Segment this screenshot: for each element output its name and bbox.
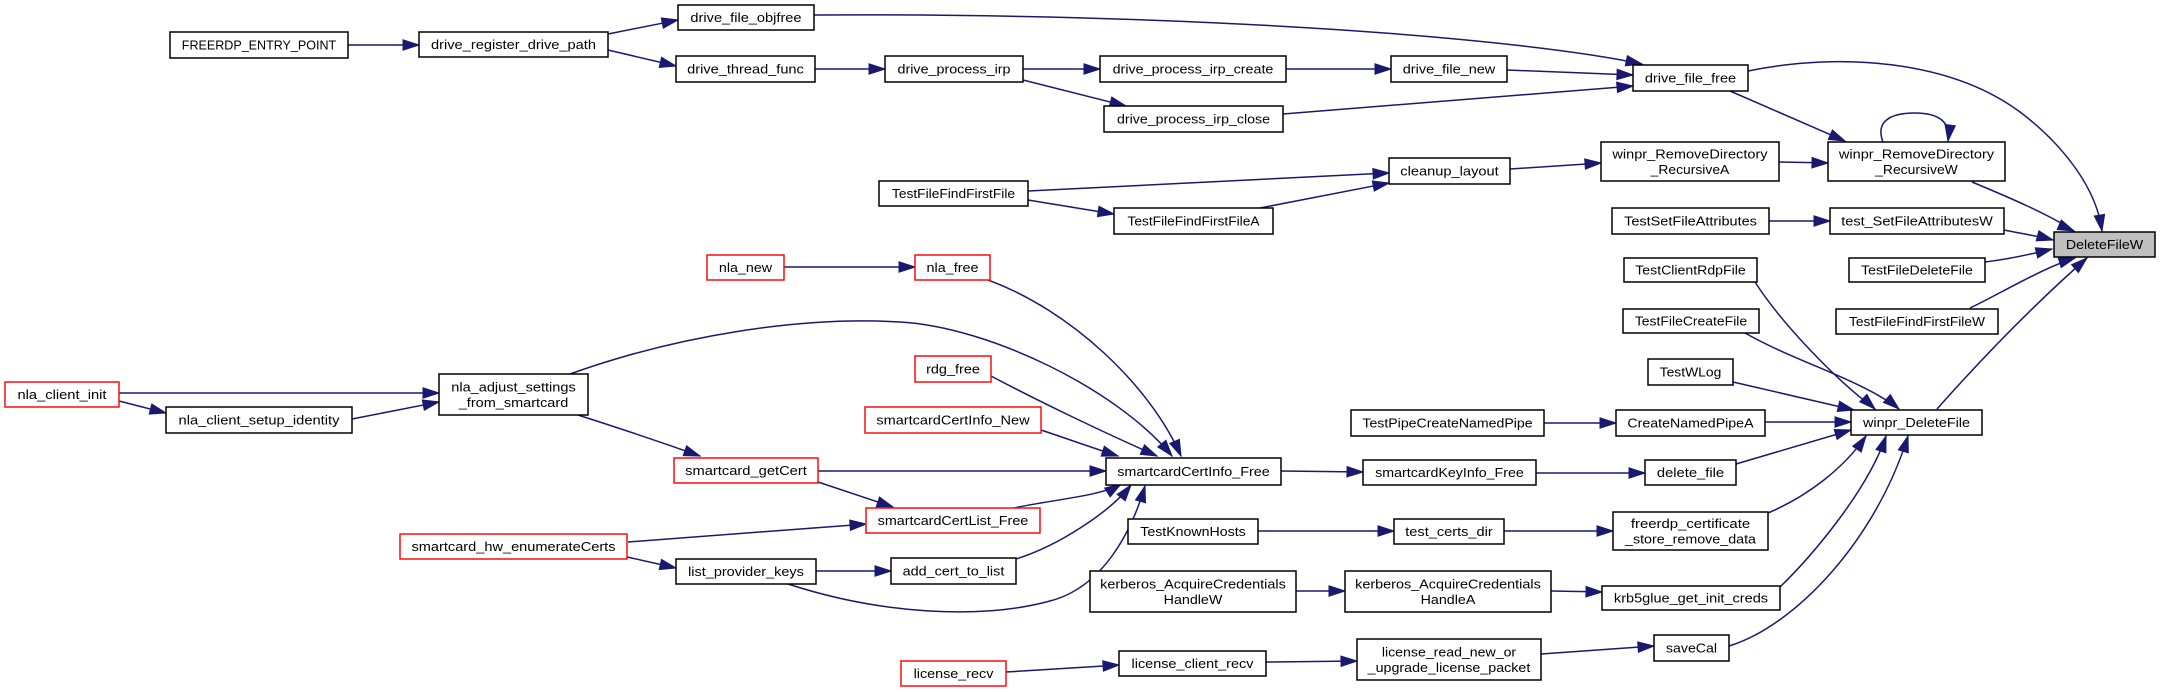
svg-text:license_client_recv: license_client_recv xyxy=(1132,656,1254,671)
svg-text:HandleW: HandleW xyxy=(1164,592,1223,607)
svg-text:TestFileFindFirstFileW: TestFileFindFirstFileW xyxy=(1849,314,1986,329)
svg-text:test_SetFileAttributesW: test_SetFileAttributesW xyxy=(1841,214,1993,229)
svg-text:smartcardCertList_Free: smartcardCertList_Free xyxy=(878,513,1029,528)
svg-text:test_certs_dir: test_certs_dir xyxy=(1405,524,1493,539)
svg-text:nla_client_init: nla_client_init xyxy=(18,387,107,402)
svg-text:nla_new: nla_new xyxy=(719,260,773,275)
svg-text:license_recv: license_recv xyxy=(914,666,994,681)
svg-text:_store_remove_data: _store_remove_data xyxy=(1624,531,1757,546)
svg-text:krb5glue_get_init_creds: krb5glue_get_init_creds xyxy=(1614,591,1769,606)
svg-text:_RecursiveW: _RecursiveW xyxy=(1874,162,1958,177)
svg-text:drive_process_irp_close: drive_process_irp_close xyxy=(1117,112,1270,127)
svg-text:list_provider_keys: list_provider_keys xyxy=(688,564,804,579)
svg-text:nla_client_setup_identity: nla_client_setup_identity xyxy=(179,413,340,428)
svg-text:smartcardKeyInfo_Free: smartcardKeyInfo_Free xyxy=(1375,465,1524,480)
svg-text:TestWLog: TestWLog xyxy=(1660,365,1722,380)
svg-text:drive_thread_func: drive_thread_func xyxy=(687,62,804,77)
svg-text:winpr_RemoveDirectory: winpr_RemoveDirectory xyxy=(1838,146,1995,161)
svg-text:drive_process_irp_create: drive_process_irp_create xyxy=(1113,62,1274,77)
svg-text:winpr_RemoveDirectory: winpr_RemoveDirectory xyxy=(1611,146,1768,161)
svg-text:TestFileCreateFile: TestFileCreateFile xyxy=(1635,314,1747,329)
svg-text:smartcard_getCert: smartcard_getCert xyxy=(685,463,807,478)
svg-text:rdg_free: rdg_free xyxy=(926,362,980,377)
svg-text:TestFileFindFirstFileA: TestFileFindFirstFileA xyxy=(1128,214,1260,229)
svg-text:smartcardCertInfo_Free: smartcardCertInfo_Free xyxy=(1117,464,1270,479)
svg-text:winpr_DeleteFile: winpr_DeleteFile xyxy=(1862,415,1970,430)
svg-text:drive_file_objfree: drive_file_objfree xyxy=(690,10,801,25)
svg-text:TestPipeCreateNamedPipe: TestPipeCreateNamedPipe xyxy=(1362,416,1532,431)
svg-text:freerdp_certificate: freerdp_certificate xyxy=(1631,516,1750,531)
svg-text:nla_adjust_settings: nla_adjust_settings xyxy=(451,379,576,394)
svg-text:CreateNamedPipeA: CreateNamedPipeA xyxy=(1627,416,1753,431)
svg-text:TestFileDeleteFile: TestFileDeleteFile xyxy=(1861,263,1973,278)
svg-text:license_read_new_or: license_read_new_or xyxy=(1382,644,1517,659)
svg-text:TestFileFindFirstFile: TestFileFindFirstFile xyxy=(892,186,1015,201)
svg-text:drive_process_irp: drive_process_irp xyxy=(898,62,1011,77)
svg-text:kerberos_AcquireCredentials: kerberos_AcquireCredentials xyxy=(1355,576,1541,591)
svg-text:_from_smartcard: _from_smartcard xyxy=(458,395,569,410)
svg-text:TestClientRdpFile: TestClientRdpFile xyxy=(1635,263,1746,278)
svg-text:cleanup_layout: cleanup_layout xyxy=(1400,164,1499,179)
svg-text:smartcard_hw_enumerateCerts: smartcard_hw_enumerateCerts xyxy=(412,539,617,554)
svg-text:saveCal: saveCal xyxy=(1666,641,1717,656)
svg-text:TestKnownHosts: TestKnownHosts xyxy=(1140,524,1246,539)
svg-text:drive_register_drive_path: drive_register_drive_path xyxy=(431,37,596,52)
svg-text:smartcardCertInfo_New: smartcardCertInfo_New xyxy=(876,413,1030,428)
svg-text:drive_file_new: drive_file_new xyxy=(1403,62,1496,77)
svg-text:nla_free: nla_free xyxy=(927,260,979,275)
svg-text:delete_file: delete_file xyxy=(1657,465,1724,480)
svg-text:TestSetFileAttributes: TestSetFileAttributes xyxy=(1624,214,1757,229)
svg-text:DeleteFileW: DeleteFileW xyxy=(2066,237,2144,252)
svg-text:add_cert_to_list: add_cert_to_list xyxy=(903,564,1005,579)
svg-text:HandleA: HandleA xyxy=(1421,592,1476,607)
svg-text:drive_file_free: drive_file_free xyxy=(1645,71,1736,86)
svg-text:_RecursiveA: _RecursiveA xyxy=(1650,162,1730,177)
svg-text:kerberos_AcquireCredentials: kerberos_AcquireCredentials xyxy=(1100,576,1286,591)
svg-text:_upgrade_license_packet: _upgrade_license_packet xyxy=(1367,660,1531,675)
svg-text:FREERDP_ENTRY_POINT: FREERDP_ENTRY_POINT xyxy=(182,38,336,53)
